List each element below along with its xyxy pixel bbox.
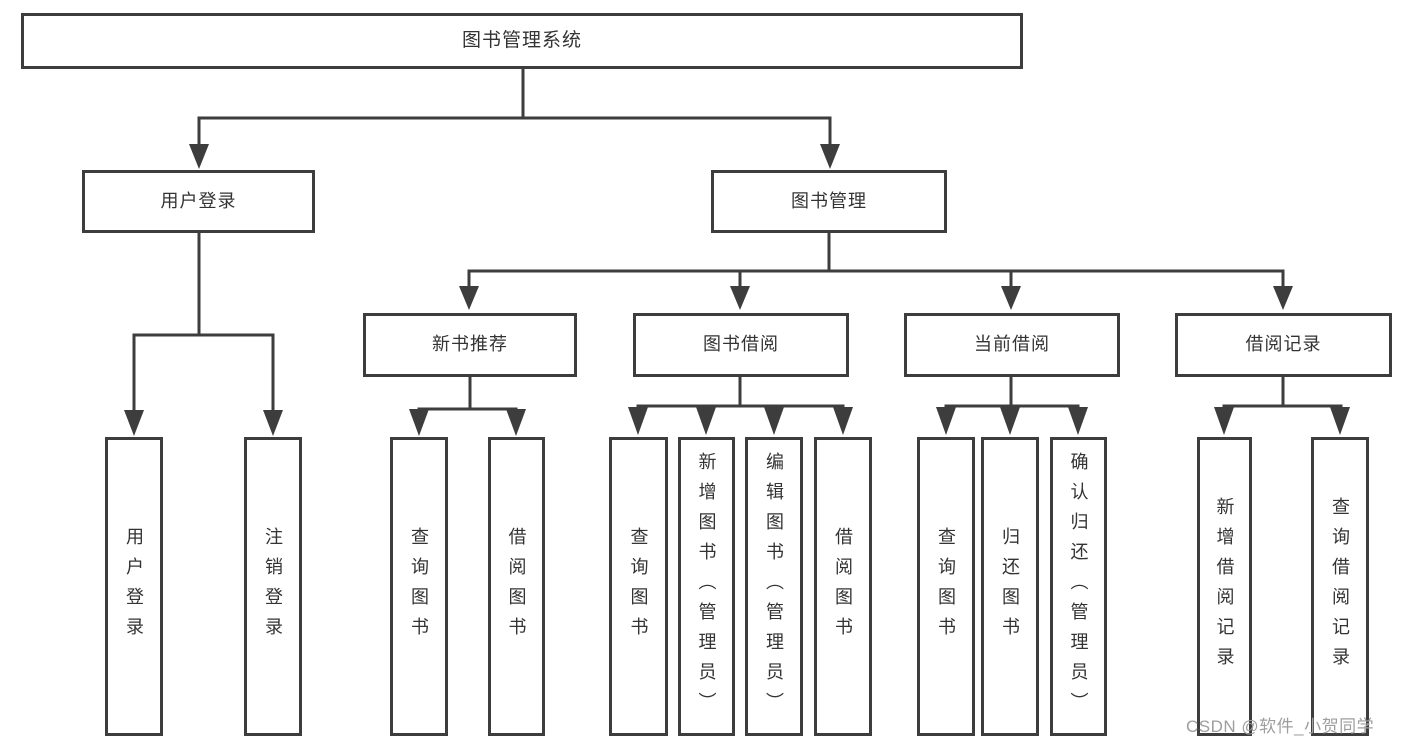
leaf-query-books-current: 查询图书	[917, 437, 975, 736]
leaf-add-books-admin: 新增图书（管理员）	[678, 437, 735, 736]
csdn-watermark: CSDN @软件_小贺同学	[1186, 717, 1375, 736]
leaf-return-books-label: 归还图书	[1000, 526, 1020, 647]
leaf-return-books: 归还图书	[981, 437, 1039, 736]
connector-record-to-leaves	[1214, 377, 1350, 435]
leaf-query-books-borrowing-label: 查询图书	[628, 526, 649, 647]
leaf-query-books-recommend-label: 查询图书	[409, 526, 429, 647]
leaf-borrow-books-label: 借阅图书	[833, 526, 853, 647]
leaf-query-books-current-label: 查询图书	[936, 526, 956, 647]
node-book-borrowing: 图书借阅	[633, 313, 849, 377]
node-book-management: 图书管理	[711, 170, 947, 233]
node-current-borrowing: 当前借阅	[904, 313, 1120, 377]
leaf-borrow-books-recommend: 借阅图书	[488, 437, 545, 736]
leaf-query-borrow-record: 查询借阅记录	[1311, 437, 1369, 736]
leaf-add-borrow-record: 新增借阅记录	[1197, 437, 1252, 736]
node-borrowing-records: 借阅记录	[1175, 313, 1392, 377]
leaf-query-books-recommend: 查询图书	[390, 437, 448, 736]
leaf-add-borrow-record-label: 新增借阅记录	[1214, 496, 1235, 677]
connector-newrec-to-leaves	[409, 377, 526, 436]
connector-current-to-leaves	[936, 377, 1088, 435]
leaf-user-login-label: 用户登录	[124, 526, 144, 647]
leaf-user-login: 用户登录	[105, 437, 163, 736]
leaf-edit-books-admin-label: 编辑图书（管理员）	[764, 451, 784, 722]
leaf-borrow-books-recommend-label: 借阅图书	[506, 526, 527, 647]
node-user-login: 用户登录	[82, 170, 315, 233]
connector-root-to-level2	[189, 69, 840, 169]
leaf-query-borrow-record-label: 查询借阅记录	[1330, 496, 1350, 677]
node-library-management-system: 图书管理系统	[21, 13, 1023, 69]
leaf-logout: 注销登录	[244, 437, 302, 736]
connector-borrow-to-leaves	[628, 377, 853, 435]
node-new-book-recommendation: 新书推荐	[363, 313, 577, 377]
leaf-logout-label: 注销登录	[263, 526, 283, 647]
leaf-confirm-return-admin: 确认归还（管理员）	[1050, 437, 1107, 736]
leaf-confirm-return-admin-label: 确认归还（管理员）	[1068, 451, 1089, 722]
connector-login-to-leaves	[124, 233, 283, 436]
connector-mgmt-to-level3	[459, 233, 1293, 310]
leaf-query-books-borrowing: 查询图书	[609, 437, 668, 736]
leaf-borrow-books: 借阅图书	[814, 437, 872, 736]
leaf-add-books-admin-label: 新增图书（管理员）	[696, 451, 717, 722]
leaf-edit-books-admin: 编辑图书（管理员）	[745, 437, 803, 736]
